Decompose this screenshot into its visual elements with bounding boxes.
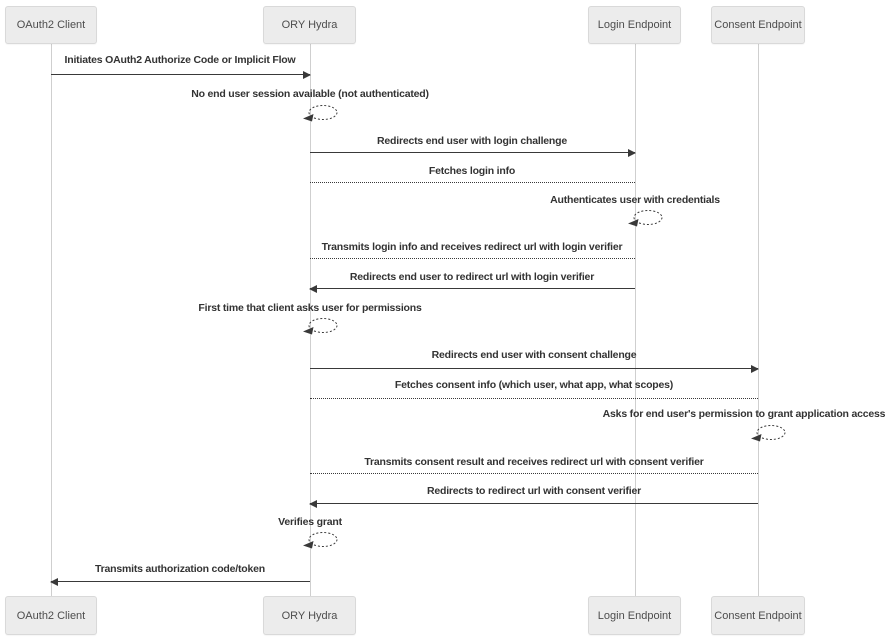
message-label: Authenticates user with credentials: [550, 194, 720, 206]
message-arrow: [309, 284, 635, 293]
actor-label: Login Endpoint: [597, 609, 672, 622]
actor-bottom-consent-endpoint: Consent Endpoint: [711, 596, 805, 635]
actor-label: Consent Endpoint: [714, 609, 802, 622]
actor-label: Consent Endpoint: [714, 19, 802, 31]
message-label: Fetches consent info (which user, what a…: [394, 379, 674, 391]
actor-bottom-login-endpoint: Login Endpoint: [588, 596, 681, 635]
actor-label: ORY Hydra: [281, 609, 338, 622]
self-loop-icon: [303, 532, 338, 549]
actor-bottom-ory-hydra: ORY Hydra: [263, 596, 356, 635]
message-label: Redirects end user with login challenge: [377, 135, 567, 147]
message-arrow: [309, 499, 758, 508]
message-label: Fetches login info: [428, 165, 516, 177]
lifeline-ory-hydra: [310, 44, 311, 596]
self-loop-icon: [303, 105, 338, 122]
message-label: Transmits login info and receives redire…: [321, 241, 623, 253]
actor-top-ory-hydra: ORY Hydra: [263, 6, 356, 44]
message-arrow: [310, 148, 636, 157]
actor-label: Login Endpoint: [597, 19, 672, 31]
actor-label: OAuth2 Client: [16, 19, 86, 31]
lifeline-consent-endpoint: [758, 44, 759, 596]
message-label: Asks for end user's permission to grant …: [602, 408, 886, 420]
arrowhead-right-icon: [303, 70, 311, 79]
arrowhead-left-icon: [309, 499, 317, 508]
message-label: Initiates OAuth2 Authorize Code or Impli…: [64, 54, 296, 66]
lifeline-login-endpoint: [635, 44, 636, 596]
arrowhead-right-icon: [751, 364, 759, 373]
message-dotted-line: [310, 473, 758, 474]
arrowhead-left-icon: [50, 577, 58, 586]
actor-top-oauth2-client: OAuth2 Client: [5, 6, 97, 44]
actor-top-login-endpoint: Login Endpoint: [588, 6, 681, 44]
actor-label: OAuth2 Client: [16, 609, 86, 622]
self-loop-icon: [303, 318, 338, 335]
actor-bottom-oauth2-client: OAuth2 Client: [5, 596, 97, 635]
message-label: First time that client asks user for per…: [198, 302, 422, 314]
message-label: Verifies grant: [278, 516, 342, 528]
message-label: Redirects to redirect url with consent v…: [426, 485, 642, 497]
actor-label: ORY Hydra: [281, 19, 338, 31]
arrowhead-right-icon: [628, 148, 636, 157]
lifeline-oauth2-client: [51, 44, 52, 596]
message-dotted-line: [310, 398, 758, 399]
self-loop-icon: [751, 425, 786, 442]
message-arrow: [50, 577, 310, 586]
message-dotted-line: [310, 258, 635, 259]
message-label: No end user session available (not authe…: [191, 88, 429, 100]
message-arrow: [51, 70, 311, 79]
message-label: Transmits authorization code/token: [95, 563, 265, 575]
self-loop-icon: [628, 210, 663, 227]
actor-top-consent-endpoint: Consent Endpoint: [711, 6, 805, 44]
message-arrow: [310, 364, 759, 373]
message-label: Redirects end user with consent challeng…: [431, 349, 637, 361]
message-dotted-line: [310, 182, 635, 183]
arrowhead-left-icon: [309, 284, 317, 293]
message-label: Transmits consent result and receives re…: [364, 456, 704, 468]
message-label: Redirects end user to redirect url with …: [349, 271, 595, 283]
